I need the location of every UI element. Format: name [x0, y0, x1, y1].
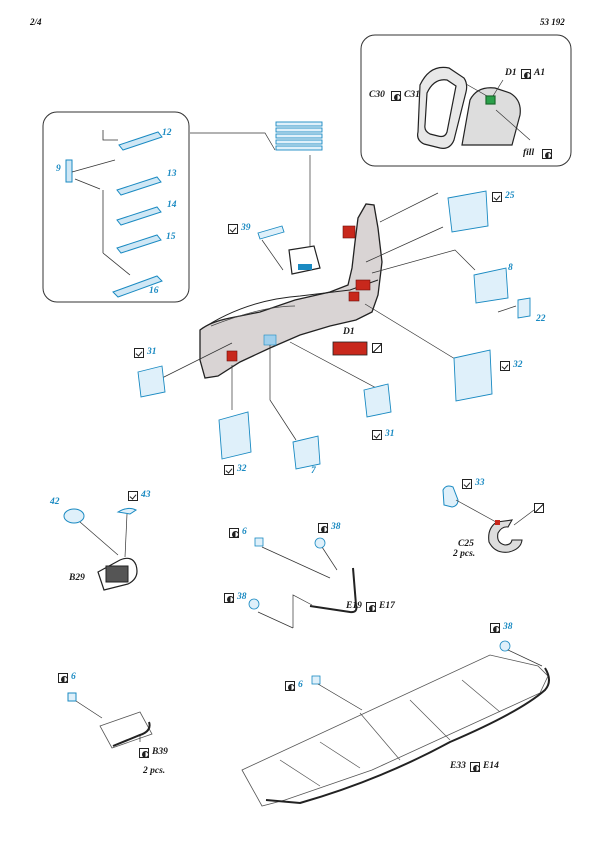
label-fill: fill — [523, 148, 535, 158]
label-c31: C31 — [404, 90, 420, 100]
part-13 — [116, 176, 162, 196]
d1-swatch — [332, 341, 368, 356]
label-13: 13 — [167, 169, 177, 179]
part-32a — [218, 411, 252, 460]
label-b29: B29 — [69, 573, 85, 583]
label-e33: E33 — [450, 761, 466, 771]
part-7 — [292, 435, 321, 470]
check-box-icon — [462, 479, 472, 489]
part-25 — [447, 190, 489, 233]
label-22: 22 — [536, 314, 546, 324]
label-c30: C30 — [369, 90, 385, 100]
label-15: 15 — [166, 232, 176, 242]
label-e17: E17 — [379, 601, 395, 611]
check-box-icon — [128, 491, 138, 501]
label-42: 42 — [50, 497, 60, 507]
part-15 — [116, 234, 162, 254]
half-circle-box-icon — [542, 149, 552, 159]
label-6-ladder: 6 — [242, 527, 247, 537]
part-8 — [473, 267, 509, 304]
part-31a — [137, 365, 166, 398]
label-c25: C25 — [458, 539, 474, 549]
label-9: 9 — [56, 164, 61, 174]
label-a1: A1 — [534, 68, 546, 78]
label-31-left: 31 — [147, 347, 157, 357]
kit-number: 53 192 — [540, 17, 565, 27]
label-43: 43 — [141, 490, 151, 500]
inset-frame-right — [360, 34, 572, 167]
hull-section — [199, 203, 383, 379]
part-22 — [517, 297, 531, 319]
label-b39-qty: 2 pcs. — [143, 766, 166, 776]
label-39: 39 — [241, 223, 251, 233]
diagonal-box-icon — [534, 503, 544, 513]
label-38-lower: 38 — [237, 592, 247, 602]
half-circle-box-icon — [521, 69, 531, 79]
half-circle-box-icon — [391, 91, 401, 101]
part-12 — [118, 131, 163, 151]
half-circle-box-icon — [285, 681, 295, 691]
half-circle-box-icon — [224, 593, 234, 603]
check-box-icon — [228, 224, 238, 234]
check-box-icon — [500, 361, 510, 371]
diagonal-box-icon — [372, 343, 382, 353]
label-32-left: 32 — [237, 464, 247, 474]
check-box-icon — [224, 465, 234, 475]
check-box-icon — [134, 348, 144, 358]
check-box-icon — [372, 430, 382, 440]
part-39 — [257, 225, 285, 240]
label-d1: D1 — [343, 327, 355, 337]
page-number: 2/4 — [30, 17, 42, 27]
part-14 — [116, 206, 162, 226]
label-e14: E14 — [483, 761, 499, 771]
half-circle-box-icon — [229, 528, 239, 538]
label-d1-inset: D1 — [505, 68, 517, 78]
label-b39: B39 — [152, 747, 168, 757]
label-c25-qty: 2 pcs. — [453, 549, 476, 559]
label-7: 7 — [311, 466, 316, 476]
label-38-rail: 38 — [503, 622, 513, 632]
label-14: 14 — [167, 200, 177, 210]
half-circle-box-icon — [366, 602, 376, 612]
half-circle-box-icon — [470, 762, 480, 772]
part-31b — [363, 383, 392, 418]
part-9 — [65, 159, 73, 183]
half-circle-box-icon — [490, 623, 500, 633]
label-33: 33 — [475, 478, 485, 488]
half-circle-box-icon — [318, 523, 328, 533]
half-circle-box-icon — [58, 673, 68, 683]
label-6-rail: 6 — [298, 680, 303, 690]
half-circle-box-icon — [139, 748, 149, 758]
label-25: 25 — [505, 191, 515, 201]
part-32b — [453, 349, 493, 402]
label-16: 16 — [149, 286, 159, 296]
label-32-right: 32 — [513, 360, 523, 370]
label-12: 12 — [162, 128, 172, 138]
label-8: 8 — [508, 263, 513, 273]
label-31-right: 31 — [385, 429, 395, 439]
label-6-b39: 6 — [71, 672, 76, 682]
inset-frame-left — [42, 111, 190, 303]
label-e19: E19 — [346, 601, 362, 611]
check-box-icon — [492, 192, 502, 202]
part-16 — [112, 275, 163, 298]
label-38-upper: 38 — [331, 522, 341, 532]
